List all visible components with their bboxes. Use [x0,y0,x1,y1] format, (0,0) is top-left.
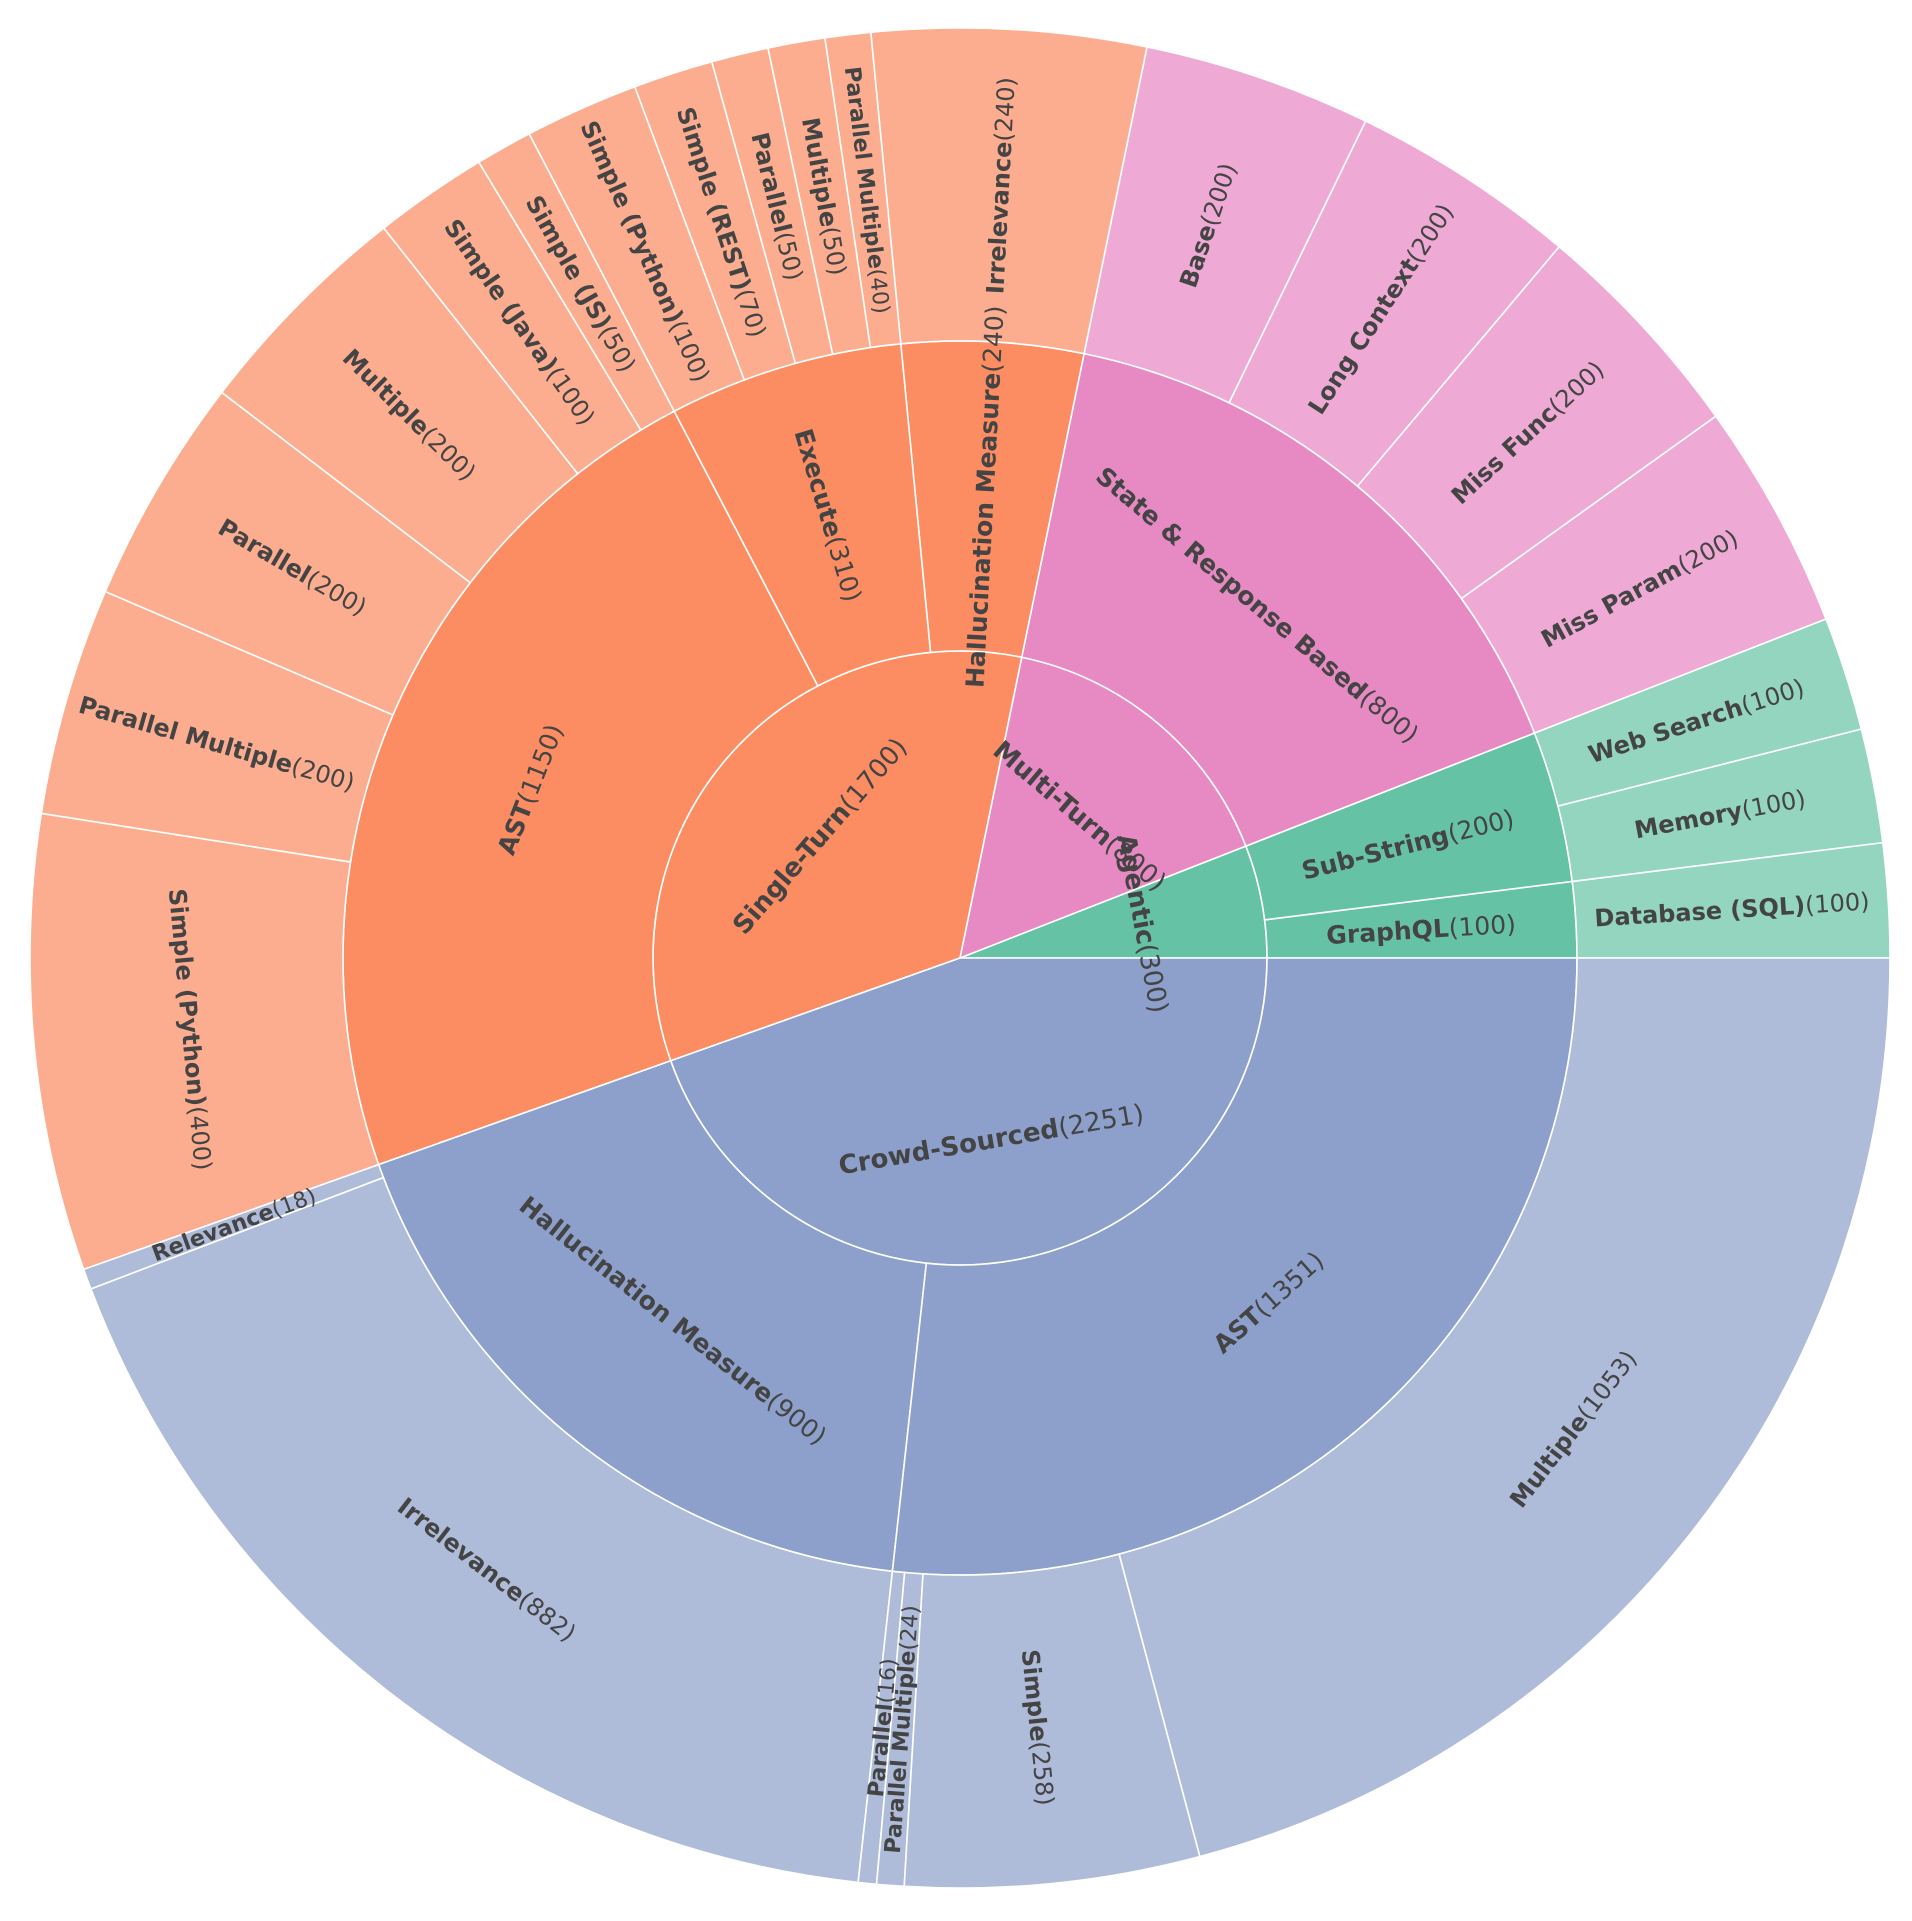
sunburst-segments [29,27,1891,1889]
segment-crowd-sourced-hallucination-measure-irrelevance[interactable] [89,1176,894,1884]
segment-crowd-sourced-ast-multiple[interactable] [1118,957,1891,1858]
